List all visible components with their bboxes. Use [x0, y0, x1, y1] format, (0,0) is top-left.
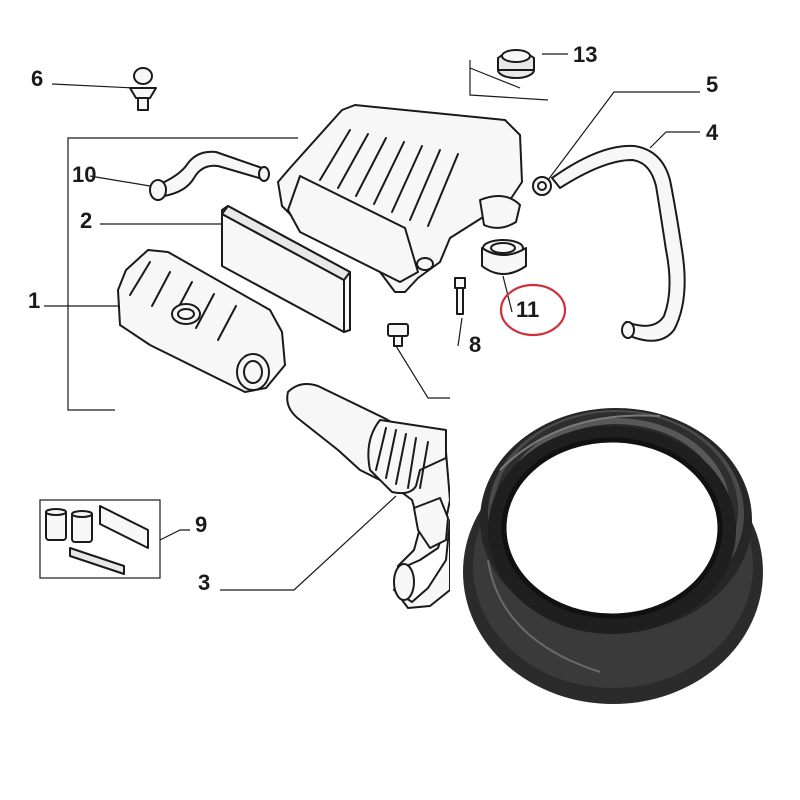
upper-housing-cover	[277, 104, 523, 293]
part-5-hose-clamp	[532, 176, 552, 196]
callout-9: 9	[195, 512, 207, 537]
callout-3: 3	[198, 570, 210, 595]
callout-1: 1	[28, 288, 40, 313]
highlight-ring-11	[499, 283, 567, 337]
callout-4: 4	[706, 120, 719, 145]
part-8-bolts	[387, 277, 466, 347]
bracket-lines	[67, 60, 549, 411]
callout-6: 6	[31, 66, 43, 91]
part-2-air-filter	[221, 205, 351, 333]
part-10-bent-hose	[149, 150, 270, 201]
seal-photo	[450, 360, 790, 720]
part-6-push-clip	[129, 67, 157, 111]
callout-labels: 6 10 2 1 13 5 4 11 8 9 3	[28, 42, 719, 595]
callout-13: 13	[573, 42, 597, 67]
callout-8: 8	[469, 332, 481, 357]
callout-5: 5	[706, 72, 718, 97]
callout-leaders	[44, 53, 700, 591]
callout-2: 2	[80, 208, 92, 233]
part-1-lower-housing	[117, 249, 286, 393]
part-3-intake-duct	[286, 383, 451, 609]
part-4-breather-hose	[551, 144, 686, 342]
callout-11: 11	[516, 297, 539, 322]
part-13-grommet	[497, 49, 535, 79]
part-9-filter-kit	[39, 499, 161, 579]
part-11-seal-small	[481, 239, 527, 275]
callout-10: 10	[72, 162, 96, 187]
